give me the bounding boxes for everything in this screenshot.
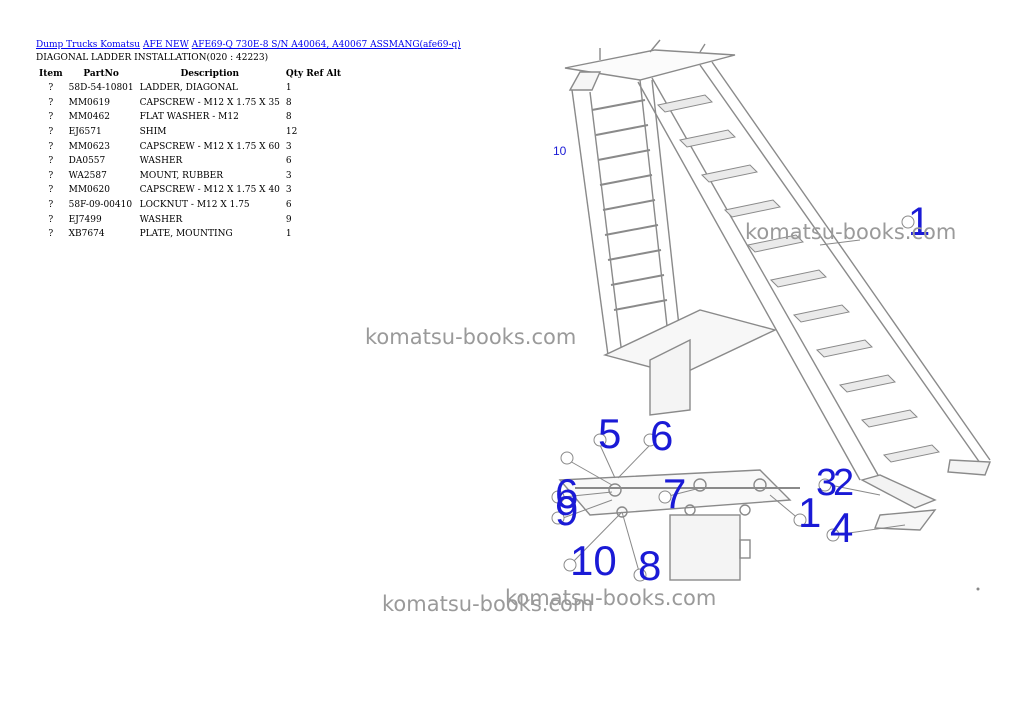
cell-item: ? (48, 83, 54, 94)
cell-description: WASHER (139, 156, 183, 167)
parts-table: Item PartNo Description Qty Ref Alt ? 58D… (36, 66, 344, 242)
cell-partno: EJ7499 (68, 214, 102, 225)
watermark-1: komatsu-books.com (745, 220, 957, 244)
watermark-2: komatsu-books.com (365, 325, 577, 349)
callout-leaders (551, 215, 915, 582)
cell-qty: 12 (285, 127, 298, 138)
breadcrumb-link-afe69q[interactable]: AFE69-Q 730E-8 S/N A40064, A40067 ASSMAN… (191, 40, 461, 50)
watermark-4: komatsu-books.com (382, 592, 594, 616)
callout-3: 3 (816, 462, 837, 504)
cell-qty: 8 (285, 97, 292, 108)
callout-10-small: 10 (553, 144, 567, 158)
table-row: ? MM0623 CAPSCREW - M12 X 1.75 X 60 3 (36, 139, 344, 154)
cell-item: ? (48, 170, 54, 181)
cell-qty: 9 (285, 214, 292, 225)
table-row: ? EJ6571 SHIM 12 (36, 125, 344, 140)
cell-description: PLATE, MOUNTING (139, 229, 233, 240)
cell-partno: WA2587 (68, 170, 107, 181)
table-row: ? MM0620 CAPSCREW - M12 X 1.75 X 40 3 (36, 183, 344, 198)
cell-qty: 1 (285, 229, 292, 240)
callout-1-lower: 1 (798, 489, 821, 536)
cell-description: CAPSCREW - M12 X 1.75 X 60 (139, 141, 280, 152)
cell-qty: 1 (285, 83, 292, 94)
cell-qty: 3 (285, 170, 292, 181)
cell-description: CAPSCREW - M12 X 1.75 X 35 (139, 97, 280, 108)
cell-item: ? (48, 156, 54, 167)
cell-partno: MM0462 (68, 112, 110, 123)
cell-qty: 6 (285, 200, 292, 211)
cell-item: ? (48, 127, 54, 138)
ladder-drawing (558, 39, 992, 581)
callout-8: 8 (638, 542, 661, 589)
header-alt: Alt (326, 68, 342, 79)
header-ref: Ref (306, 68, 324, 79)
callout-7: 7 (663, 470, 686, 517)
watermark-3: komatsu-books.com (505, 586, 717, 610)
cell-item: ? (48, 185, 54, 196)
table-row: ? 58D-54-10801 LADDER, DIAGONAL 1 (36, 81, 344, 96)
breadcrumb: Dump Trucks Komatsu AFE NEW AFE69-Q 730E… (36, 40, 461, 50)
table-row: ? XB7674 PLATE, MOUNTING 1 (36, 227, 344, 242)
table-row: ? DA0557 WASHER 6 (36, 154, 344, 169)
cell-partno: MM0620 (68, 185, 110, 196)
callout-9: 9 (555, 487, 578, 534)
table-header-row: Item PartNo Description Qty Ref Alt (36, 66, 344, 81)
breadcrumb-link-dump-trucks[interactable]: Dump Trucks Komatsu (36, 40, 141, 50)
table-row: ? EJ7499 WASHER 9 (36, 212, 344, 227)
cell-description: LOCKNUT - M12 X 1.75 (139, 200, 250, 211)
cell-partno: MM0619 (68, 97, 110, 108)
cell-partno: XB7674 (68, 229, 105, 240)
cell-description: MOUNT, RUBBER (139, 170, 224, 181)
cell-description: CAPSCREW - M12 X 1.75 X 40 (139, 185, 280, 196)
callout-10-large: 10 (570, 537, 617, 584)
breadcrumb-link-afe-new[interactable]: AFE NEW (142, 40, 189, 50)
cell-item: ? (48, 214, 54, 225)
page-subtitle: DIAGONAL LADDER INSTALLATION(020 : 42223… (36, 53, 269, 63)
cell-description: FLAT WASHER - M12 (139, 112, 239, 123)
cell-qty: 8 (285, 112, 292, 123)
table-row: ? WA2587 MOUNT, RUBBER 3 (36, 169, 344, 184)
callout-6-left: 6 (555, 470, 578, 517)
header-qty: Qty (285, 68, 304, 79)
cell-qty: 3 (285, 185, 292, 196)
cell-qty: 3 (285, 141, 292, 152)
cell-item: ? (48, 112, 54, 123)
callout-1: 1 (908, 200, 930, 244)
header-partno: PartNo (83, 68, 119, 79)
table-row: ? MM0462 FLAT WASHER - M12 8 (36, 110, 344, 125)
callout-6-top: 6 (650, 412, 673, 459)
cell-partno: 58F-09-00410 (68, 200, 133, 211)
cell-qty: 6 (285, 156, 292, 167)
cell-description: SHIM (139, 127, 167, 138)
table-row: ? 58F-09-00410 LOCKNUT - M12 X 1.75 6 (36, 198, 344, 213)
cell-item: ? (48, 141, 54, 152)
header-item: Item (39, 68, 63, 79)
cell-partno: DA0557 (68, 156, 106, 167)
callout-2: 2 (833, 462, 854, 504)
cell-partno: EJ6571 (68, 127, 102, 138)
cell-item: ? (48, 229, 54, 240)
header-description: Description (180, 68, 240, 79)
corner-dot (976, 587, 980, 591)
callout-4: 4 (830, 504, 853, 551)
callout-5: 5 (598, 410, 621, 457)
cell-partno: MM0623 (68, 141, 110, 152)
cell-description: LADDER, DIAGONAL (139, 83, 238, 94)
cell-item: ? (48, 200, 54, 211)
header-qty-ref-alt: Qty Ref Alt (283, 66, 344, 81)
table-row: ? MM0619 CAPSCREW - M12 X 1.75 X 35 8 (36, 96, 344, 111)
cell-description: WASHER (139, 214, 183, 225)
cell-partno: 58D-54-10801 (68, 83, 134, 94)
cell-item: ? (48, 97, 54, 108)
